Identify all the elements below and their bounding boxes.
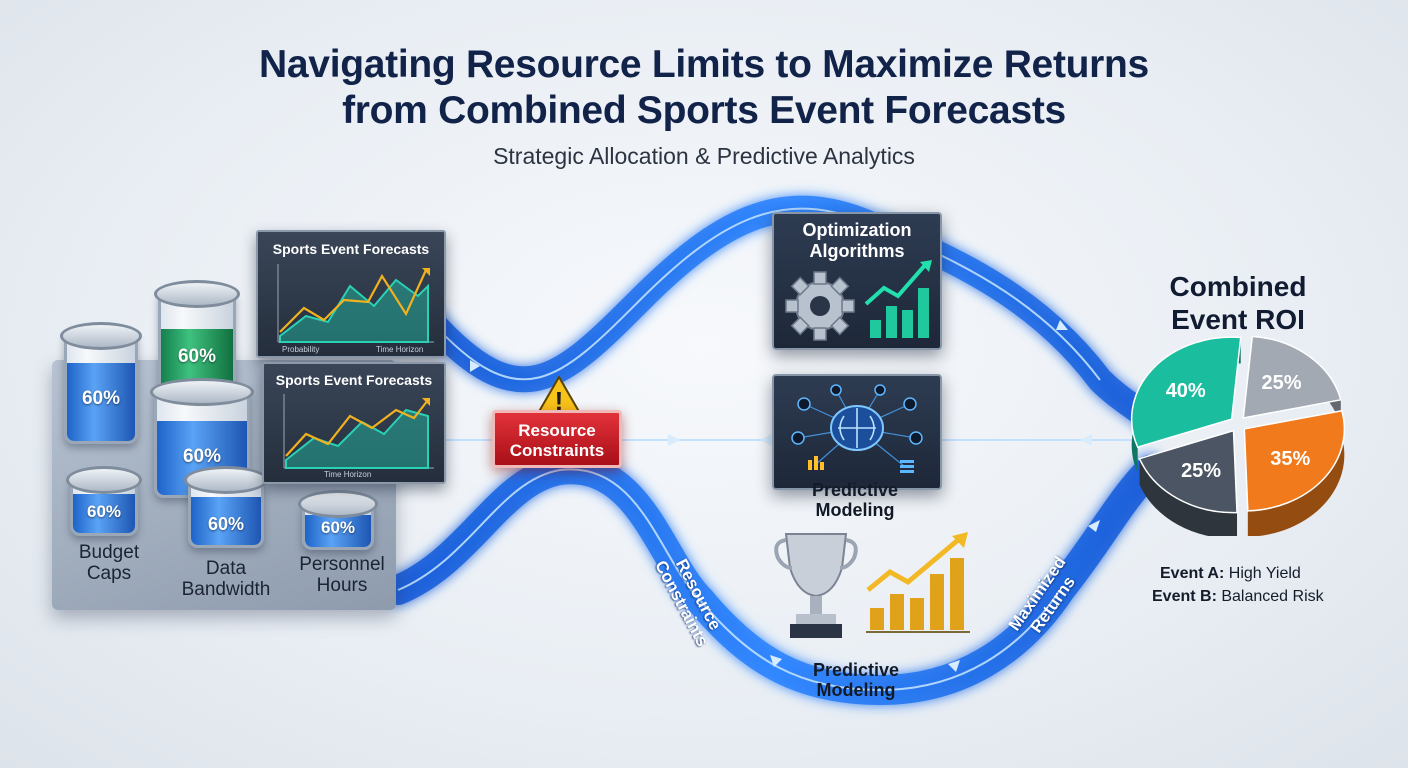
pie-slice: [1130, 336, 1242, 449]
legend-text: Balanced Risk: [1221, 588, 1324, 605]
pie-slice-label: 25%: [1261, 372, 1301, 394]
axis-label: Probability: [282, 345, 319, 354]
predictive-modeling-label: Predictive Modeling: [811, 480, 899, 520]
resource-tank: 60%: [298, 490, 378, 550]
pie-slice-side: [1139, 458, 1238, 536]
flow-arrow: [948, 660, 960, 672]
roi-title: Combined Event ROI: [1169, 271, 1307, 335]
flow-arrow: [770, 655, 782, 667]
forecast-panel-bottom: Sports Event Forecasts Time Horizon: [262, 362, 446, 484]
legend-event-b: Event B: Balanced Risk: [1152, 588, 1324, 606]
pie-slice: [1138, 429, 1238, 514]
flow-arrow: [470, 360, 480, 372]
pie-slice-side: [1247, 410, 1345, 536]
flow-arrow: [668, 434, 680, 446]
forecast-chart-top: Probability Time Horizon: [277, 264, 434, 354]
pie-slice-label: 40%: [1166, 380, 1206, 402]
title-line-1: Navigating Resource Limits to Maximize R…: [259, 43, 1149, 86]
bottom-predictive-label: Predictive Modeling: [812, 660, 900, 700]
page-title: Navigating Resource Limits to Maximize R…: [0, 42, 1408, 134]
axis-label: Time Horizon: [324, 470, 371, 479]
gear-icon: [785, 271, 855, 341]
resource-tank: 60%: [60, 322, 142, 444]
rising-bar-chart-icon: [864, 260, 932, 338]
resource-tank: 60%: [66, 466, 142, 536]
legend-key: Event A:: [1160, 565, 1225, 582]
predictive-panel: [772, 374, 942, 490]
svg-text:!: !: [555, 386, 564, 416]
label-data-bandwidth: Data Bandwidth: [181, 558, 271, 600]
pie-slice-label: 35%: [1270, 448, 1310, 470]
forecast-panel-title: Sports Event Forecasts: [272, 241, 430, 257]
pie-slice: [1243, 409, 1346, 512]
legend-key: Event B:: [1152, 588, 1217, 605]
legend-text: High Yield: [1228, 565, 1301, 582]
brain-network-icon: [791, 384, 923, 473]
trophy-icon: [774, 533, 858, 638]
resource-tank: 60%: [184, 466, 268, 548]
legend-event-a: Event A: High Yield: [1160, 565, 1301, 583]
optimization-title: Optimization Algorithms: [802, 220, 912, 261]
flow-arrows: [470, 320, 1100, 672]
title-line-2: from Combined Sports Event Forecasts: [342, 89, 1066, 132]
axis-label: Time Horizon: [376, 345, 423, 354]
optimization-panel: Optimization Algorithms: [772, 212, 942, 350]
forecast-chart-bottom: Time Horizon: [283, 394, 434, 479]
pie-slice-label: 25%: [1181, 460, 1221, 482]
flow-arrow: [760, 434, 772, 446]
resource-constraints-badge: Resource Constraints: [492, 410, 622, 468]
forecast-panel-title: Sports Event Forecasts: [275, 372, 433, 388]
flow-arrow: [1056, 320, 1068, 330]
forecast-panel-top: Sports Event Forecasts Probability Time …: [256, 230, 446, 358]
label-personnel-hours: Personnel Hours: [299, 554, 385, 596]
gold-bar-chart-icon: [866, 532, 970, 633]
label-budget-caps: Budget Caps: [78, 542, 140, 584]
roi-pie-chart: 40% 25% 35% 25%: [1130, 336, 1346, 536]
page-subtitle: Strategic Allocation & Predictive Analyt…: [493, 143, 915, 169]
flow-arrow: [1080, 434, 1092, 446]
flow-arrow: [1088, 520, 1100, 532]
pie-slice: [1242, 336, 1342, 419]
